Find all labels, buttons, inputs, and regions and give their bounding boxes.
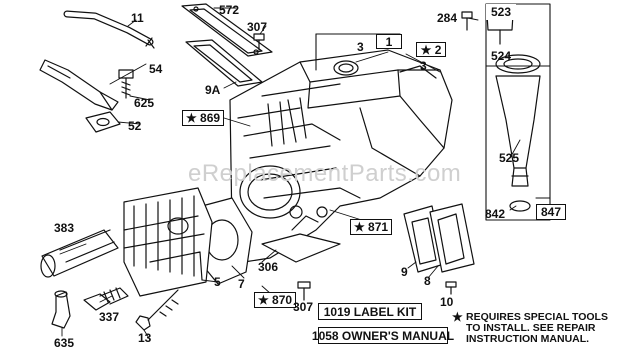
part-870-box: ★ 870 <box>254 292 296 308</box>
label-part-5: 5 <box>214 275 221 289</box>
part-307-screw-top <box>253 33 265 51</box>
part-10-screw <box>445 281 457 295</box>
label-part-306: 306 <box>258 260 279 274</box>
label-part-625: 625 <box>134 96 155 110</box>
label-part-383: 383 <box>54 221 75 235</box>
label-part-842: 842 <box>485 207 506 221</box>
part-842-o-ring <box>509 200 531 212</box>
part-8-breather-cover <box>429 203 475 273</box>
label-part-635: 635 <box>54 336 75 350</box>
label-part-525: 525 <box>499 151 520 165</box>
part-635-elbow <box>51 290 71 329</box>
label-part-3-b: 3 <box>420 59 427 73</box>
label-part-13: 13 <box>138 331 152 345</box>
label-part-870: ★ 870 <box>257 293 293 307</box>
label-part-10: 10 <box>440 295 454 309</box>
part-13-bolt <box>135 289 179 331</box>
label-part-524: 524 <box>491 49 512 63</box>
label-part-572: 572 <box>219 3 240 17</box>
label-part-337: 337 <box>99 310 120 324</box>
part-847-box: 847 <box>536 204 566 220</box>
part-383-shield <box>40 229 119 278</box>
part-54-handle <box>39 59 119 111</box>
part-306-plate <box>261 233 341 263</box>
part-625-screw <box>118 69 134 99</box>
owners-manual-box: 1058 OWNER'S MANUAL <box>312 327 454 344</box>
label-part-8: 8 <box>424 274 431 288</box>
label-kit-box: 1019 LABEL KIT <box>318 303 422 320</box>
label-part-307-bottom: 307 <box>293 300 314 314</box>
label-part-847: 847 <box>540 205 562 219</box>
part-52-gasket <box>85 111 121 133</box>
footnote-star: ★ <box>452 310 463 324</box>
part-2-box: ★ 2 <box>416 42 446 57</box>
owners-manual-text: 1058 OWNER'S MANUAL <box>311 328 455 343</box>
cylinder-head <box>123 187 213 297</box>
label-part-2: ★ 2 <box>420 42 442 57</box>
label-part-54: 54 <box>149 62 163 76</box>
label-part-1: 1 <box>385 34 393 49</box>
part-284-screw <box>461 11 473 31</box>
part-524-seal <box>495 54 541 74</box>
label-part-3: 3 <box>357 40 364 54</box>
label-part-9: 9 <box>401 265 408 279</box>
label-part-284: 284 <box>437 11 458 25</box>
part-572-cover-plate <box>181 3 273 57</box>
part-1-box: 1 <box>376 34 402 49</box>
label-part-871: ★ 871 <box>353 220 389 234</box>
label-part-523: 523 <box>490 5 512 19</box>
part-337-spark-plug <box>83 287 129 311</box>
label-part-9a: 9A <box>205 83 221 97</box>
part-523-box: 523 <box>486 4 516 20</box>
part-11-tube <box>63 10 155 49</box>
part-525-dipstick-tube <box>495 75 541 187</box>
label-part-869: ★ 869 <box>185 111 221 125</box>
footnote-line-3: INSTRUCTION MANUAL. <box>466 333 590 345</box>
label-part-52: 52 <box>128 119 142 133</box>
part-871-box: ★ 871 <box>350 219 392 235</box>
label-part-307-top: 307 <box>247 20 268 34</box>
label-part-7: 7 <box>238 277 245 291</box>
part-869-box: ★ 869 <box>182 110 224 126</box>
cylinder-block <box>229 49 453 263</box>
label-part-11: 11 <box>131 11 144 25</box>
footnote-line-2: TO INSTALL. SEE REPAIR <box>466 322 596 334</box>
label-kit-text: 1019 LABEL KIT <box>323 304 417 319</box>
footnote-line-1: REQUIRES SPECIAL TOOLS <box>466 311 608 323</box>
watermark: eReplacementParts.com <box>188 160 462 187</box>
